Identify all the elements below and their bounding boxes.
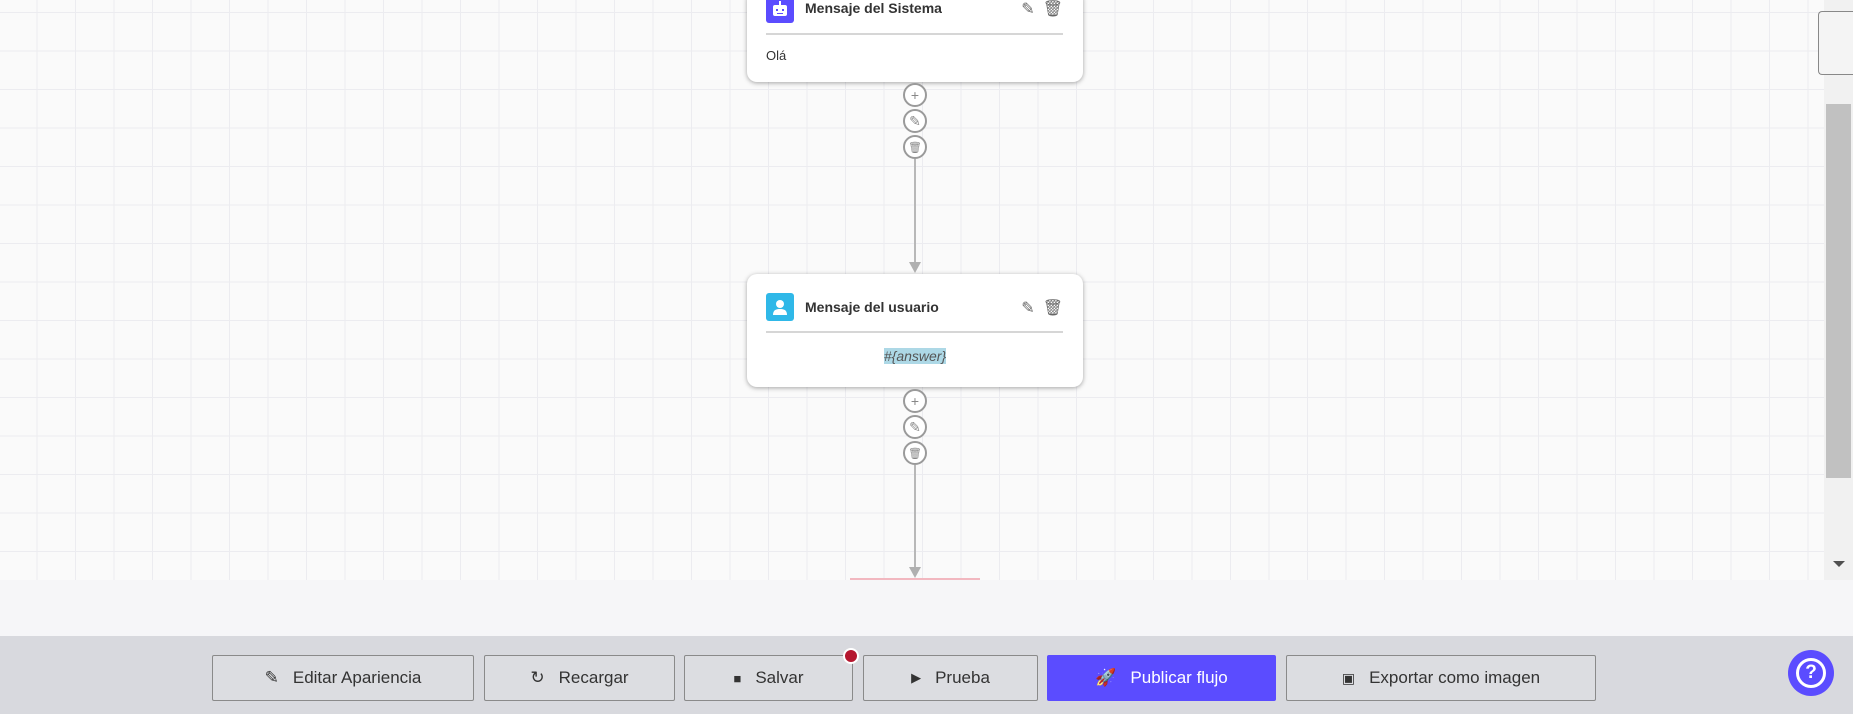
trash-icon[interactable]: 🗑 xyxy=(1042,300,1063,317)
edit-icon: ✎ xyxy=(264,668,279,687)
node-content: Olá xyxy=(766,48,787,63)
vertical-scrollbar[interactable] xyxy=(1818,0,1853,580)
scrollbar-thumb[interactable] xyxy=(1826,104,1851,478)
test-button[interactable]: ▶Prueba xyxy=(863,655,1038,701)
rocket-icon: 🚀 xyxy=(1095,668,1117,687)
save-button[interactable]: ■Salvar xyxy=(684,655,853,701)
connector-line xyxy=(914,159,916,263)
help-button[interactable]: ? xyxy=(1788,650,1834,696)
trash-icon[interactable]: 🗑 xyxy=(1042,1,1063,18)
export-image-button[interactable]: ▣Exportar como imagen xyxy=(1286,655,1596,701)
edit-connection-button[interactable]: ✎ xyxy=(903,109,927,133)
node-user-message[interactable]: Mensaje del usuario ✎ 🗑 #{answer} xyxy=(747,274,1083,387)
divider xyxy=(766,331,1063,333)
question-icon: ? xyxy=(1796,658,1826,688)
minimap-frame xyxy=(1818,11,1853,75)
edit-appearance-button[interactable]: ✎Editar Apariencia xyxy=(212,655,474,701)
publish-flow-button[interactable]: 🚀Publicar flujo xyxy=(1047,655,1276,701)
divider xyxy=(766,33,1063,35)
pencil-icon[interactable]: ✎ xyxy=(1021,300,1035,317)
robot-icon xyxy=(766,0,794,23)
bottom-toolbar: ✎Editar Apariencia ↻Recargar ■Salvar ▶Pr… xyxy=(0,636,1853,714)
add-node-button[interactable]: + xyxy=(903,389,927,413)
add-node-button[interactable]: + xyxy=(903,83,927,107)
image-icon: ▣ xyxy=(1341,669,1356,686)
scroll-down-arrow[interactable] xyxy=(1833,561,1845,567)
connector-line xyxy=(914,465,916,569)
refresh-icon: ↻ xyxy=(530,668,545,687)
edit-connection-button[interactable]: ✎ xyxy=(903,415,927,439)
play-icon: ▶ xyxy=(911,670,922,685)
node-title: Mensaje del usuario xyxy=(805,299,939,315)
node-system-message[interactable]: Mensaje del Sistema ✎ 🗑 Olá xyxy=(747,0,1083,82)
connector-arrow xyxy=(909,262,921,273)
reload-button[interactable]: ↻Recargar xyxy=(484,655,675,701)
next-node-edge xyxy=(850,578,980,580)
user-icon xyxy=(766,293,794,321)
connector-arrow xyxy=(909,567,921,578)
pencil-icon[interactable]: ✎ xyxy=(1021,1,1035,18)
delete-connection-button[interactable]: 🗑 xyxy=(903,441,927,465)
node-content: #{answer} xyxy=(883,348,947,364)
flow-canvas[interactable]: Mensaje del Sistema ✎🗑 Olá + ✎ 🗑 Mensaje… xyxy=(0,0,1824,580)
delete-connection-button[interactable]: 🗑 xyxy=(903,135,927,159)
floppy-disk-icon: ■ xyxy=(733,670,742,686)
unsaved-changes-dot xyxy=(843,648,859,664)
node-title: Mensaje del Sistema xyxy=(805,0,942,16)
